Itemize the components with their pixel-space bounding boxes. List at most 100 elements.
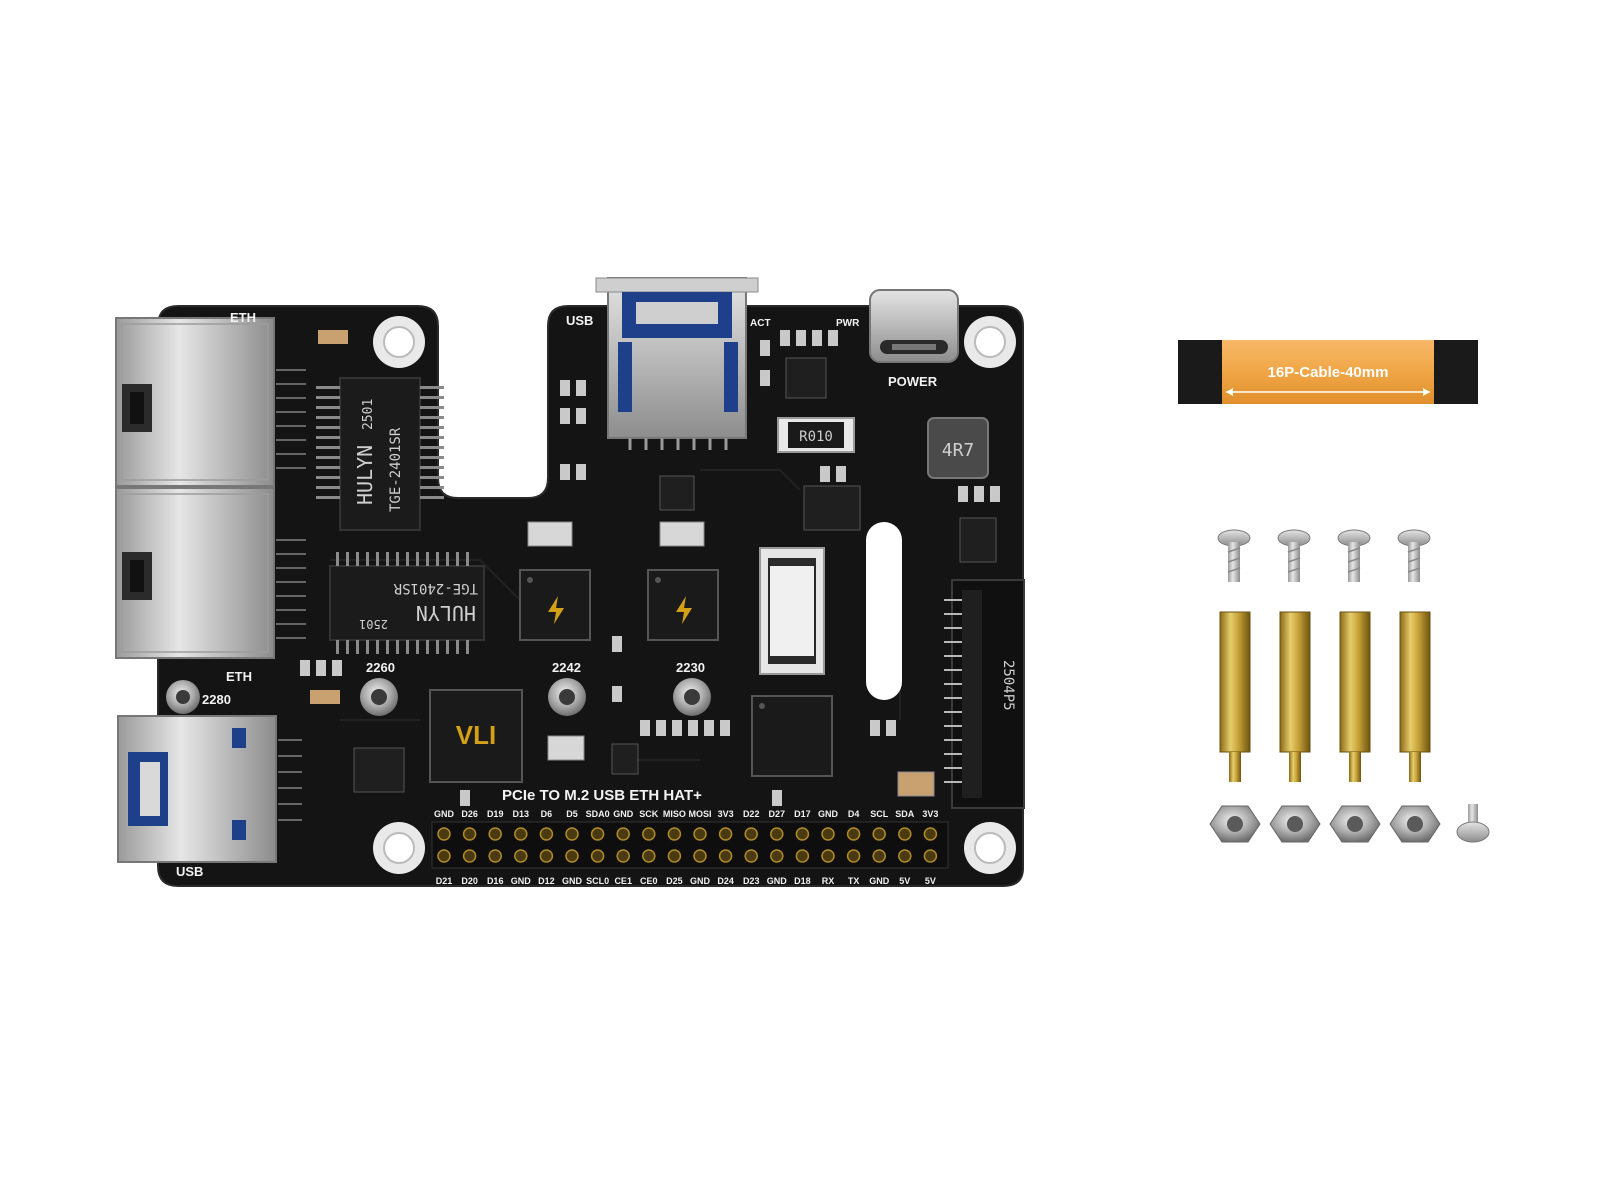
gpio-label-bottom: D18 [794, 876, 811, 886]
gpio-label-top: D4 [848, 809, 860, 819]
svg-text:VLI: VLI [456, 720, 496, 750]
gpio-label-bottom: D12 [538, 876, 555, 886]
gpio-label-bottom: GND [562, 876, 583, 886]
gpio-pin [821, 827, 835, 841]
standoff-2 [1279, 611, 1311, 782]
nut-2 [1269, 805, 1321, 843]
label-eth-bottom: ETH [226, 669, 252, 684]
label-size-2280: 2280 [202, 692, 231, 707]
m2-standoff-2260 [360, 678, 398, 716]
gpio-header-base [431, 821, 949, 869]
gpio-pin [693, 849, 707, 863]
magnetics-bottom-code: 2501 [359, 617, 388, 631]
gpio-label-top: D27 [769, 809, 786, 819]
gpio-pin [923, 849, 938, 863]
gpio-pin [667, 827, 682, 841]
screw-4 [1397, 529, 1431, 582]
gpio-label-bottom: D20 [461, 876, 478, 886]
label-pwr: PWR [836, 318, 860, 329]
gpio-label-top: 3V3 [718, 809, 734, 819]
label-size-2242: 2242 [552, 660, 581, 675]
crystal-4 [897, 771, 935, 797]
gpio-pin [846, 849, 861, 863]
gpio-label-top: GND [613, 809, 634, 819]
fpc-cable: 16P-Cable-40mm [1178, 340, 1478, 404]
label-usb-top: USB [566, 313, 593, 328]
magnetics-bottom-brand: HULYN [416, 601, 476, 625]
gpio-label-bottom: GND [690, 876, 711, 886]
gpio-pin [667, 849, 682, 863]
gpio-label-top: SDA [895, 809, 915, 819]
gpio-pin [590, 849, 605, 863]
magnetics-top-code: 2501 [361, 399, 376, 430]
gpio-pin [770, 849, 784, 863]
passive-components [300, 330, 1000, 806]
gpio-label-bottom: SCL0 [586, 876, 609, 886]
gpio-pin [539, 827, 554, 841]
gpio-pin [514, 827, 528, 841]
gpio-pin [642, 849, 656, 863]
gpio-label-bottom: D24 [717, 876, 734, 886]
gpio-pin [514, 849, 528, 863]
gpio-label-bottom: D23 [743, 876, 760, 886]
gpio-pin [770, 827, 784, 841]
screw-2 [1277, 529, 1311, 582]
magnetics-top-part: TGE-2401SR [388, 427, 404, 512]
usb-hub-chip: VLI [429, 689, 523, 783]
gpio-header: GNDD21D26D20D19D16D13GNDD6D12D5GNDSDA0SC… [431, 809, 949, 886]
gpio-pin [539, 849, 554, 863]
label-act: ACT [750, 318, 771, 329]
gpio-pin [437, 827, 451, 841]
gpio-pin [462, 827, 477, 841]
usb-a-port-top [595, 277, 759, 450]
gpio-label-top: D5 [566, 809, 578, 819]
mounting-hole-top-left [373, 316, 425, 368]
gpio-pin [437, 849, 451, 863]
gpio-label-top: D17 [794, 809, 811, 819]
gpio-pin [462, 849, 477, 863]
ethernet-controller-1 [519, 569, 591, 641]
pcb-traces [330, 469, 901, 761]
gpio-label-top: 3V3 [922, 809, 938, 819]
gpio-label-bottom: D21 [436, 876, 453, 886]
crystal-2 [659, 521, 705, 547]
hex-nuts [1209, 805, 1441, 843]
mounting-hole-bottom-left [373, 822, 425, 874]
usb-a-port-bottom [117, 715, 302, 863]
gpio-pin [718, 849, 733, 863]
gpio-label-bottom: GND [511, 876, 532, 886]
rj45-port-top [115, 317, 306, 487]
crystal-1 [527, 521, 573, 547]
gpio-label-top: D22 [743, 809, 760, 819]
screw-3 [1337, 529, 1371, 582]
m2-standoff-2230 [673, 678, 711, 716]
gpio-pin [898, 849, 912, 863]
nut-1 [1209, 805, 1261, 843]
gpio-label-top: MOSI [688, 809, 711, 819]
standoff-4 [1399, 611, 1431, 782]
screw-1 [1217, 529, 1251, 582]
pcie-switch-chip [751, 695, 833, 777]
nut-3 [1329, 805, 1381, 843]
pcie-fpc-connector [759, 547, 825, 675]
gpio-label-top: SCL [870, 809, 889, 819]
m2-thumb-screw [1456, 804, 1490, 843]
usb-c-port [869, 289, 959, 363]
gpio-label-top: MISO [663, 809, 686, 819]
inductor: 4R7 [927, 417, 989, 479]
gpio-pin [795, 849, 810, 863]
gpio-pin [488, 849, 502, 863]
magnetics-bottom-part: TGE-2401SR [393, 580, 478, 596]
mounting-hole-top-right [964, 316, 1016, 368]
gpio-label-bottom: RX [822, 876, 835, 886]
gpio-label-bottom: GND [869, 876, 890, 886]
gpio-pin [744, 827, 758, 841]
gpio-label-top: GND [818, 809, 839, 819]
gpio-label-bottom: D16 [487, 876, 504, 886]
nut-4 [1389, 805, 1441, 843]
gpio-pin [642, 827, 656, 841]
magnetics-chip-bottom: TGE-2401SR HULYN 2501 [329, 552, 485, 654]
m2-standoff-2280 [166, 680, 200, 714]
